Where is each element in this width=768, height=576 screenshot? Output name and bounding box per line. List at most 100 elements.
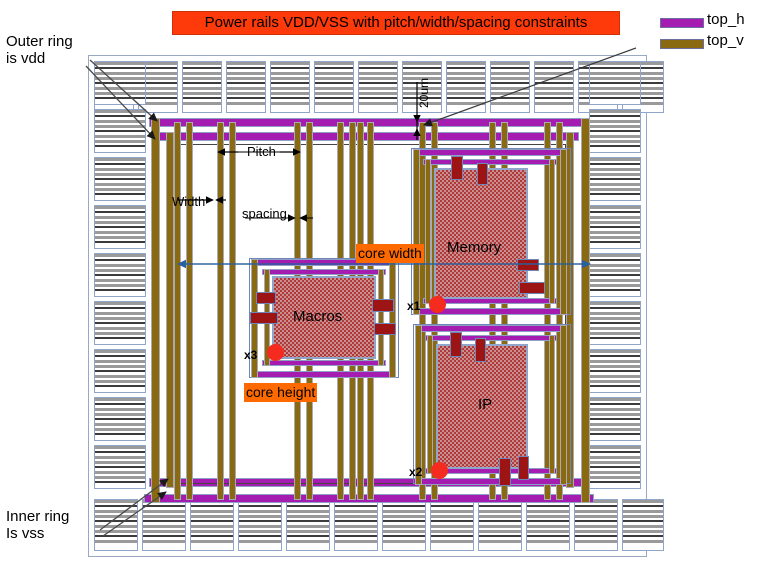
pad-top-4 — [226, 61, 266, 113]
pad-bottom-6 — [334, 499, 378, 551]
block-ip-label: IP — [478, 396, 493, 413]
pad-bottom-3 — [190, 499, 234, 551]
block-memory-label: Memory — [447, 239, 502, 256]
rail-left-inner-vss — [166, 132, 174, 488]
pad-left-9 — [94, 445, 146, 489]
macros-pin-left-1 — [256, 292, 276, 304]
pad-top-5 — [270, 61, 310, 113]
inner-ring-note: Inner ring Is vss — [6, 508, 70, 542]
ip-instance-count: x2 — [409, 465, 423, 479]
memory-rail-right-outer — [560, 149, 567, 315]
height-dim-label: 20um — [417, 77, 431, 108]
memory-pin-right-2 — [519, 282, 545, 294]
ip-pin-bottom-2 — [518, 456, 529, 480]
pad-left-6 — [94, 301, 146, 345]
core-stripe-1-1 — [174, 122, 181, 500]
memory-rail-left-inner — [425, 159, 431, 304]
outer-ring-note: Outer ring is vdd — [6, 33, 73, 67]
pitch-label: Pitch — [247, 144, 276, 159]
pad-bottom-8 — [430, 499, 474, 551]
ip-rail-right-outer — [560, 325, 567, 485]
core-width-label: core width — [356, 244, 424, 263]
pad-left-5 — [94, 253, 146, 297]
legend-swatch-top-h — [660, 18, 704, 28]
macros-rail-right-outer — [389, 259, 396, 378]
pad-bottom-5 — [286, 499, 330, 551]
macros-pin-right-1 — [372, 299, 394, 312]
ip-pin-bottom-1 — [499, 458, 511, 486]
pad-top-9 — [446, 61, 486, 113]
pad-right-6 — [589, 301, 641, 345]
block-macros[interactable] — [272, 276, 376, 359]
memory-pin-top-2 — [477, 163, 488, 185]
macros-pin-right-2 — [374, 323, 396, 335]
memory-pin-top-1 — [451, 156, 463, 180]
pad-bottom-9 — [478, 499, 522, 551]
pad-top-2 — [138, 61, 178, 113]
legend-item-top-v: top_v — [660, 32, 768, 54]
ip-rail-right-inner — [549, 335, 555, 474]
pad-left-7 — [94, 349, 146, 393]
pad-right-4 — [589, 205, 641, 249]
pad-bottom-1 — [94, 499, 138, 551]
ip-rail-top-outer — [415, 325, 567, 332]
pad-top-10 — [490, 61, 530, 113]
macros-rail-bottom-outer — [254, 371, 394, 378]
macros-rail-bottom-inner — [262, 360, 386, 366]
legend-swatch-top-v — [660, 39, 704, 49]
pad-left-1 — [94, 61, 146, 105]
macros-rail-top-inner — [262, 269, 386, 275]
memory-origin-marker — [429, 296, 446, 313]
pad-left-8 — [94, 397, 146, 441]
memory-rail-right-inner — [549, 159, 555, 304]
width-label: Width — [172, 194, 206, 209]
pad-right-1 — [589, 61, 641, 105]
core-height-label: core height — [244, 383, 318, 402]
pad-top-3 — [182, 61, 222, 113]
memory-rail-top-inner — [423, 159, 557, 165]
memory-rail-top-outer — [414, 149, 566, 156]
pad-top-7 — [358, 61, 398, 113]
pad-left-4 — [94, 205, 146, 249]
pad-right-5 — [589, 253, 641, 297]
pad-top-6 — [314, 61, 354, 113]
legend: top_h top_v — [660, 11, 768, 54]
macros-origin-marker — [267, 344, 284, 361]
ip-rail-bottom-outer — [415, 478, 567, 485]
block-memory[interactable] — [434, 168, 528, 299]
legend-label-top-v: top_v — [707, 32, 744, 49]
macros-pin-left-2 — [250, 312, 278, 324]
pad-right-3 — [589, 157, 641, 201]
rail-left-outer-vdd — [151, 118, 160, 503]
rail-right-outer-vdd — [581, 118, 590, 503]
ip-rail-left-inner — [427, 335, 433, 474]
pad-bottom-2 — [142, 499, 186, 551]
pad-bottom-12 — [622, 499, 664, 551]
pad-left-3 — [94, 157, 146, 201]
pad-right-8 — [589, 397, 641, 441]
pad-bottom-7 — [382, 499, 426, 551]
ip-pin-top-1 — [450, 332, 462, 357]
memory-pin-right-1 — [517, 259, 539, 271]
memory-instance-count: x1 — [407, 299, 421, 313]
legend-label-top-h: top_h — [707, 11, 745, 28]
pad-bottom-11 — [574, 499, 618, 551]
memory-rail-left-outer — [413, 149, 420, 315]
ip-origin-marker — [431, 462, 448, 479]
pad-bottom-4 — [238, 499, 282, 551]
ip-rail-top-inner — [425, 335, 557, 341]
pad-left-2 — [94, 109, 146, 153]
pad-top-11 — [534, 61, 574, 113]
macros-rail-right-inner — [378, 269, 384, 366]
diagram-title: Power rails VDD/VSS with pitch/width/spa… — [172, 11, 620, 35]
core-stripe-2-1 — [217, 122, 224, 500]
pad-right-2 — [589, 109, 641, 153]
chip-floorplan: Macros x3 Memory x1 — [88, 55, 664, 557]
block-macros-label: Macros — [293, 308, 343, 325]
macros-instance-count: x3 — [244, 348, 258, 362]
ip-rail-left-outer — [415, 325, 422, 485]
block-ip[interactable] — [436, 344, 528, 469]
legend-item-top-h: top_h — [660, 11, 768, 33]
spacing-label: spacing — [242, 206, 287, 221]
core-stripe-2-2 — [229, 122, 236, 500]
